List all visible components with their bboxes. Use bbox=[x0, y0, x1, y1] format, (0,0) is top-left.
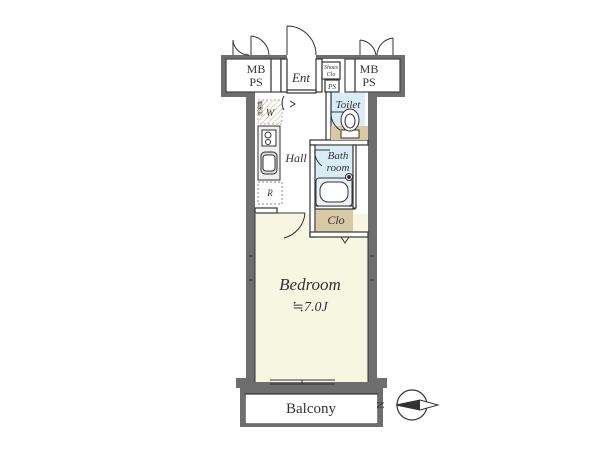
balcony-label: Balcony bbox=[286, 401, 336, 417]
bedroom-label: Bedroom bbox=[279, 275, 341, 294]
kitchen bbox=[257, 125, 283, 205]
ps-small-label: PS bbox=[327, 83, 336, 91]
closet-floor bbox=[316, 208, 353, 233]
mb-boxes bbox=[225, 58, 401, 93]
bedroom-floor bbox=[255, 214, 368, 382]
entry-arrow bbox=[289, 100, 296, 108]
toilet-label: Toilet bbox=[336, 99, 362, 111]
doors bbox=[232, 25, 394, 244]
refrigerator-space bbox=[257, 181, 283, 205]
bedroom-details bbox=[249, 214, 374, 385]
bathroom-fixtures bbox=[315, 173, 353, 207]
hall-label: Hall bbox=[284, 151, 307, 165]
washer-pan-label: 洗濯機 bbox=[257, 101, 264, 116]
toilet-icon bbox=[340, 108, 360, 139]
washer-area bbox=[257, 99, 283, 125]
bedroom-size-label: ≒7.0J bbox=[292, 300, 328, 315]
interior-walls bbox=[254, 58, 369, 238]
closet-label: Clo bbox=[327, 213, 344, 227]
washer-label: W bbox=[266, 108, 276, 119]
compass-icon: N bbox=[376, 389, 440, 421]
balcony bbox=[240, 388, 383, 427]
refrigerator-label: R bbox=[266, 188, 273, 198]
exterior-walls bbox=[221, 55, 405, 388]
entrance-label: Ent bbox=[291, 70, 310, 85]
compass-north-label: N bbox=[376, 401, 387, 408]
